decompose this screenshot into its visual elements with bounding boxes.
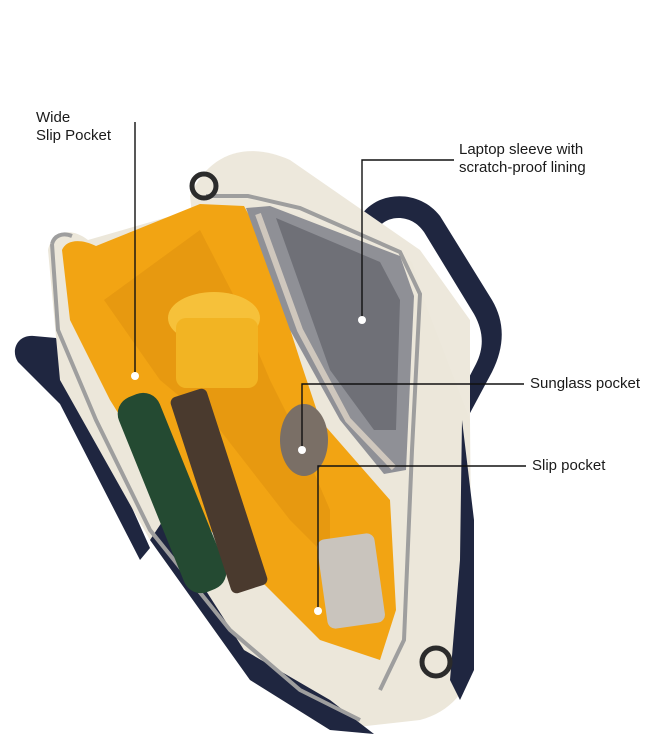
label-laptop-sleeve: Laptop sleeve with scratch-proof lining [459,141,586,176]
bottle [117,392,227,594]
bag-handle-right [362,196,502,428]
leader-laptop [361,159,454,318]
dot-sunglass [298,446,306,454]
label-sunglass-pocket: Sunglass pocket [530,375,641,392]
buckle-top [189,171,219,201]
notebook [170,388,268,594]
annotations [134,122,526,610]
zipper-edge [50,194,423,691]
dot-slip [314,607,322,615]
dot-wide-slip [131,372,139,380]
label-slip-pocket: Slip pocket [532,457,606,474]
leader-slip [317,465,526,610]
pouch [317,533,385,629]
laptop-sleeve-shade [276,218,400,430]
laptop-edge [255,212,397,471]
bag-lining-shadow [104,230,330,560]
zipper-edge-left [50,243,361,722]
sunglass-case [280,404,328,476]
bag-handle-left [14,335,151,560]
dot-laptop [358,316,366,324]
buckle-bottom [419,645,453,679]
label-wide-slip-pocket: Wide Slip Pocket [36,109,112,144]
cup-body [176,318,258,388]
bag-side-trim [450,420,474,700]
leader-sunglass [301,383,524,448]
